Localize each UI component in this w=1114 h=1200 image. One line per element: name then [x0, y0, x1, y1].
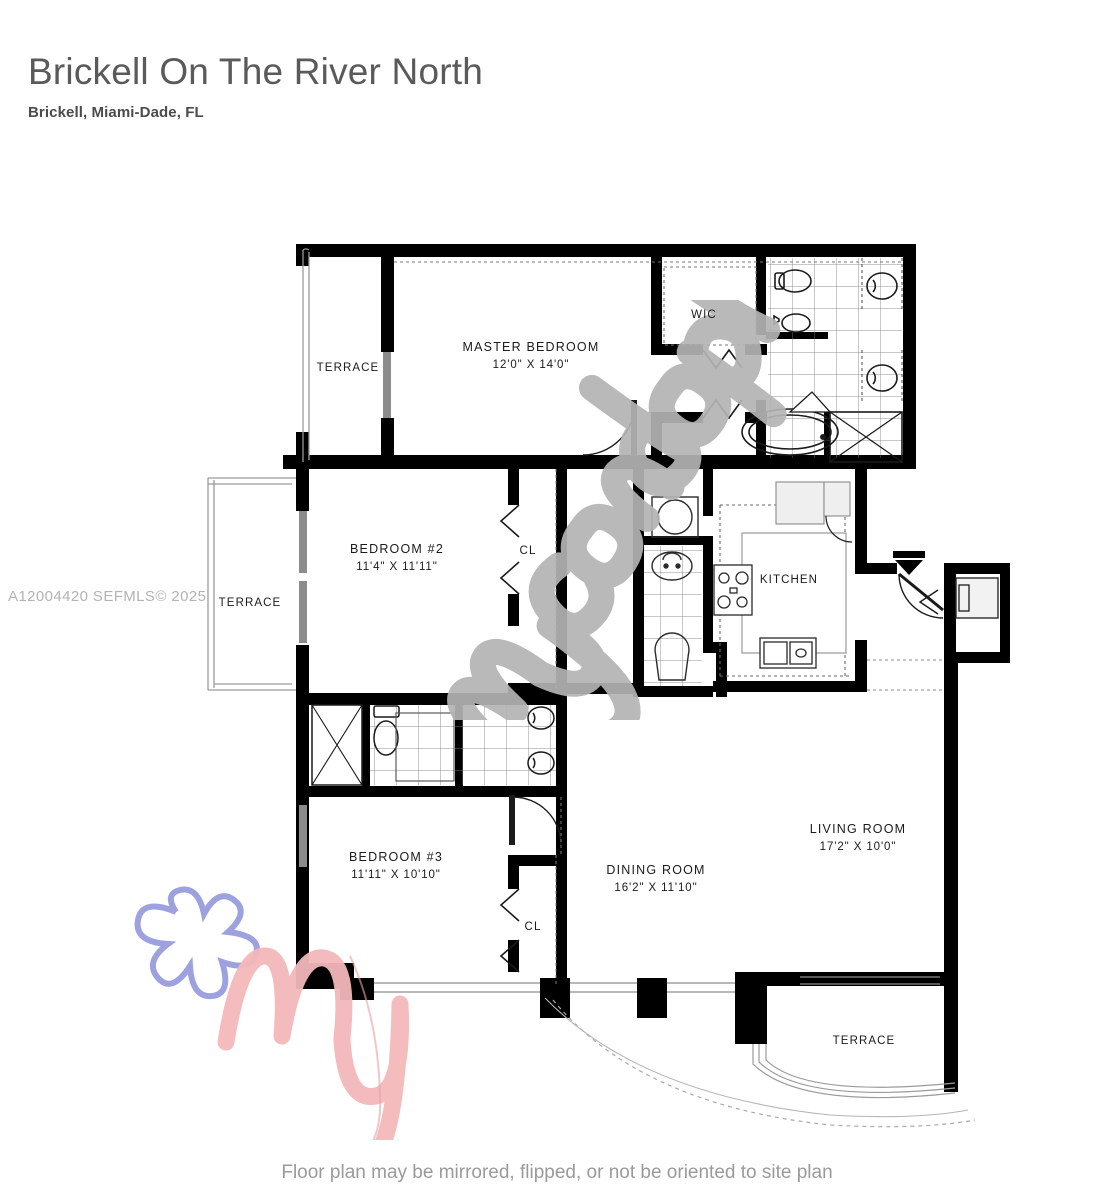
terrace-left-railing	[207, 477, 296, 691]
sink-icon-1	[866, 272, 898, 300]
washer-dryer-icon	[651, 496, 699, 538]
entry-marker-icon	[893, 551, 925, 575]
balcony-projection-dashed	[552, 999, 976, 1128]
page-title: Brickell On The River North	[28, 51, 484, 92]
page-subtitle: Brickell, Miami-Dade, FL	[28, 103, 204, 121]
window-bottom-dining	[374, 982, 735, 993]
bathtub-icon	[741, 408, 839, 456]
entry-closet-fixture	[955, 577, 999, 619]
toilet-icon-2	[373, 705, 400, 756]
shower-icon	[788, 391, 903, 463]
mls-identifier: A12004420 SEFMLS© 2025	[8, 588, 207, 605]
sink-icon-2	[866, 364, 898, 392]
door-bifold-cl-bed3	[499, 855, 557, 985]
terrace-top-railing	[302, 248, 310, 462]
footer-disclaimer: Floor plan may be mirrored, flipped, or …	[281, 1162, 833, 1183]
sliding-door-bed3	[299, 805, 307, 867]
balcony-projection-solid	[544, 997, 969, 1118]
door-swing-entry	[898, 572, 944, 619]
bath2-fixtures	[311, 704, 556, 786]
header-block: Brickell On The River North Brickell, Mi…	[28, 51, 928, 121]
door-swing-master	[582, 400, 637, 456]
kitchen-fixtures	[713, 481, 853, 677]
wic-shelving	[663, 266, 757, 346]
sliding-door-bed2	[299, 511, 307, 643]
terrace-bottom-curve	[752, 1044, 956, 1099]
powder-room-fixtures	[644, 546, 702, 686]
window-living-east	[800, 976, 940, 985]
sliding-door-master	[383, 352, 391, 418]
door-swing-bath2	[509, 795, 562, 855]
living-room-dotted	[867, 659, 944, 691]
door-bifold-wic	[702, 348, 743, 420]
